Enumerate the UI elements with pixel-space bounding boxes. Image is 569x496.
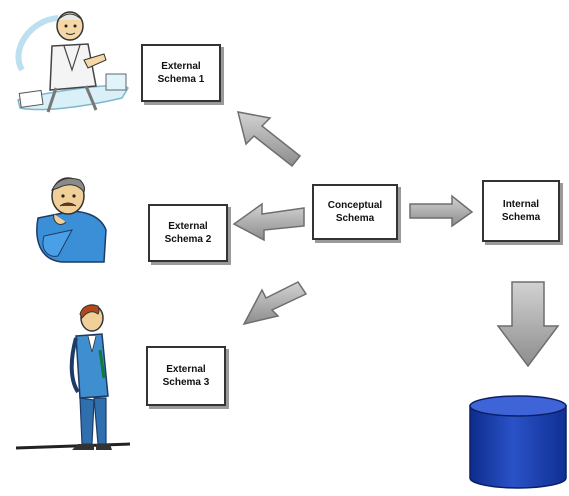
- database-cylinder-icon: [469, 395, 567, 489]
- arrow-concept-to-external-2: [232, 202, 305, 242]
- person-thinking-icon: [36, 177, 107, 263]
- arrow-concept-to-external-1: [236, 111, 302, 168]
- person-standing-icon: [15, 304, 131, 450]
- conceptual-schema-box: Conceptual Schema: [312, 184, 398, 240]
- external-schema-1-label: External Schema 1: [157, 61, 205, 85]
- person-at-desk-icon: [15, 11, 129, 113]
- conceptual-schema-label: Conceptual Schema: [327, 200, 383, 224]
- external-schema-2-box: External Schema 2: [148, 204, 228, 262]
- external-schema-3-box: External Schema 3: [146, 346, 226, 406]
- internal-schema-label: Internal Schema: [501, 199, 541, 223]
- external-schema-3-label: External Schema 3: [162, 364, 210, 388]
- arrow-concept-to-internal: [409, 194, 474, 228]
- arrow-concept-to-external-3: [242, 281, 308, 326]
- internal-schema-box: Internal Schema: [482, 180, 560, 242]
- external-schema-2-label: External Schema 2: [164, 221, 212, 245]
- arrow-internal-to-database: [496, 281, 560, 368]
- external-schema-1-box: External Schema 1: [141, 44, 221, 102]
